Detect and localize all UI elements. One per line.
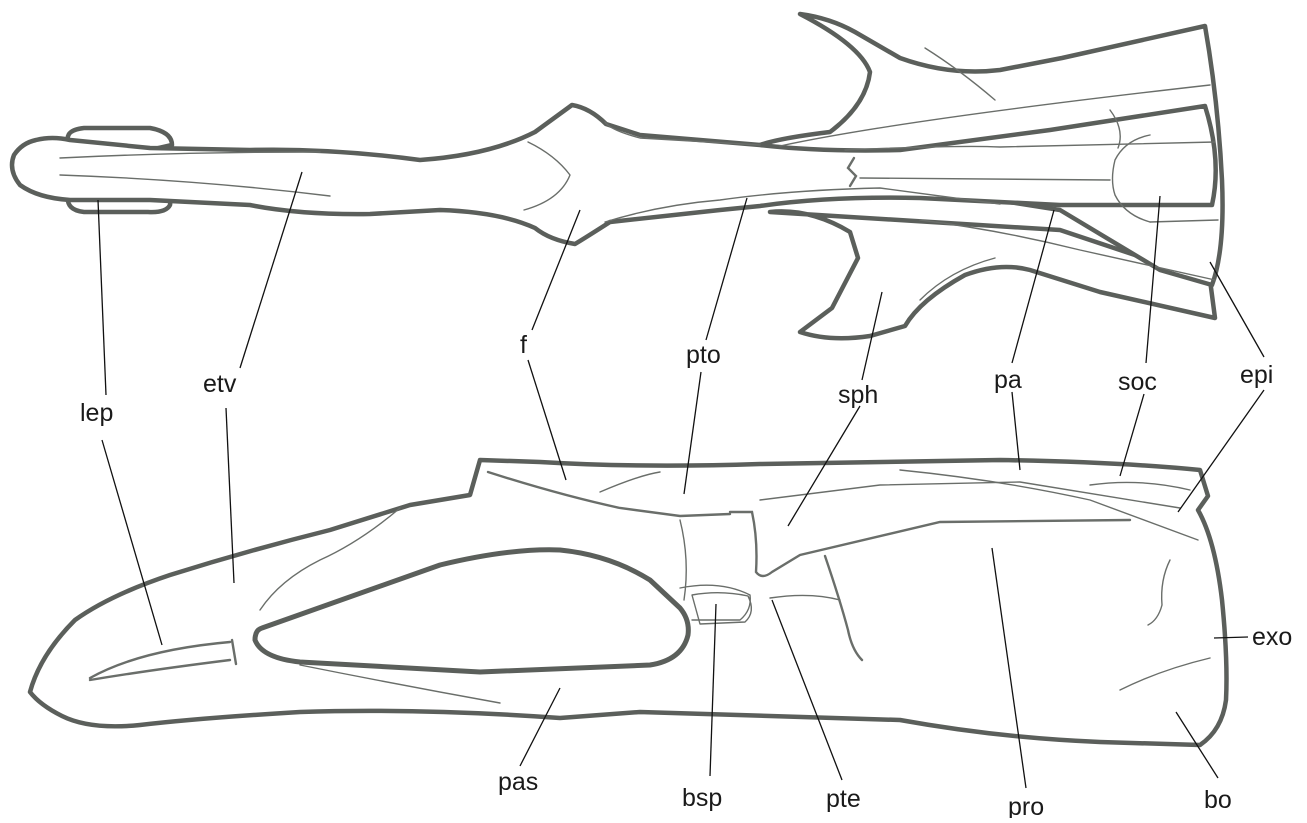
label-pro: pro <box>1008 793 1044 818</box>
label-pto: pto <box>686 341 721 369</box>
leader-epi-top <box>1209 261 1265 358</box>
label-soc: soc <box>1118 368 1157 396</box>
label-bo: bo <box>1204 786 1232 814</box>
frontal-pterotic-suture <box>599 471 661 493</box>
label-pa: pa <box>994 366 1022 394</box>
leader-soc-bottom <box>1119 393 1145 477</box>
ethmoid-canal-upper <box>59 151 321 159</box>
leader-epi-bottom <box>1177 389 1265 513</box>
sphenotic-line-b <box>919 257 996 301</box>
leader-exo <box>1213 636 1249 639</box>
labels: lep etv f pto sph pa soc epi exo pas bsp… <box>80 331 1292 821</box>
parietal-epiotic-line <box>899 469 1199 541</box>
epiotic-line-a <box>1109 109 1121 149</box>
parietal-line-4 <box>919 219 1216 281</box>
label-bsp: bsp <box>682 784 722 812</box>
prootic-suture-a <box>823 554 864 662</box>
midline-suture <box>846 156 858 188</box>
parietal-line-1 <box>779 84 1211 147</box>
lateral-ethmoid-canal <box>88 638 238 682</box>
frontal-edge <box>486 470 732 518</box>
exoccipital-suture <box>1147 559 1171 626</box>
leader-etv-bottom <box>225 407 235 584</box>
parasphenoid-line <box>299 664 501 704</box>
orbit <box>252 547 691 675</box>
leader-pa-top <box>1011 209 1055 364</box>
prootic-suture-b <box>769 594 841 601</box>
leader-soc-top <box>1145 195 1161 364</box>
leader-lep-top <box>97 199 107 396</box>
lateral-view <box>27 457 1229 748</box>
sphenotic-line-a <box>924 47 996 101</box>
leader-etv-top <box>239 171 303 369</box>
frontal-suture-right <box>604 121 761 146</box>
leader-f-bottom <box>527 359 567 481</box>
basioccipital-suture <box>1119 657 1211 691</box>
leader-lines <box>97 171 1265 789</box>
epiotic-upper-line <box>1089 481 1191 491</box>
leader-bo <box>1175 711 1219 779</box>
label-lep: lep <box>80 399 113 427</box>
ethmoid-canal-lower <box>59 174 331 197</box>
basisphenoid-outline <box>679 519 751 621</box>
parietal-line-2 <box>844 141 1216 151</box>
leader-pro <box>991 547 1027 789</box>
label-epi: epi <box>1240 361 1273 389</box>
dorsal-view <box>9 11 1225 341</box>
label-pas: pas <box>498 768 538 796</box>
sphenotic-lower-process <box>767 209 1218 341</box>
leader-sph-top <box>861 291 883 381</box>
leader-pas <box>519 687 561 767</box>
label-etv: etv <box>203 370 237 398</box>
sphenotic-notch <box>728 510 1132 578</box>
leader-f-top <box>531 209 581 331</box>
supraoccipital-suture <box>1111 134 1151 223</box>
dorsal-skull-outline <box>9 102 1218 247</box>
label-sph: sph <box>838 381 878 409</box>
frontal-suture-left <box>523 141 571 211</box>
label-f: f <box>520 331 527 359</box>
leader-pa-bottom <box>1011 391 1021 471</box>
basisphenoid-body <box>691 592 753 625</box>
sphenotic-pterotic-line <box>759 481 1181 509</box>
frontal-lower-edge <box>604 187 1001 223</box>
leader-sph-bottom <box>787 405 861 527</box>
parietal-line-3 <box>859 177 1111 181</box>
leader-bsp <box>709 603 717 777</box>
leader-pto-top <box>705 197 748 341</box>
epiotic-line-b <box>1149 219 1219 223</box>
leader-pto-bottom <box>683 371 702 495</box>
label-pte: pte <box>826 785 861 813</box>
ethmoid-line <box>259 507 401 611</box>
label-exo: exo <box>1252 623 1292 651</box>
leader-pte <box>771 599 843 781</box>
leader-lep-bottom <box>101 439 163 646</box>
